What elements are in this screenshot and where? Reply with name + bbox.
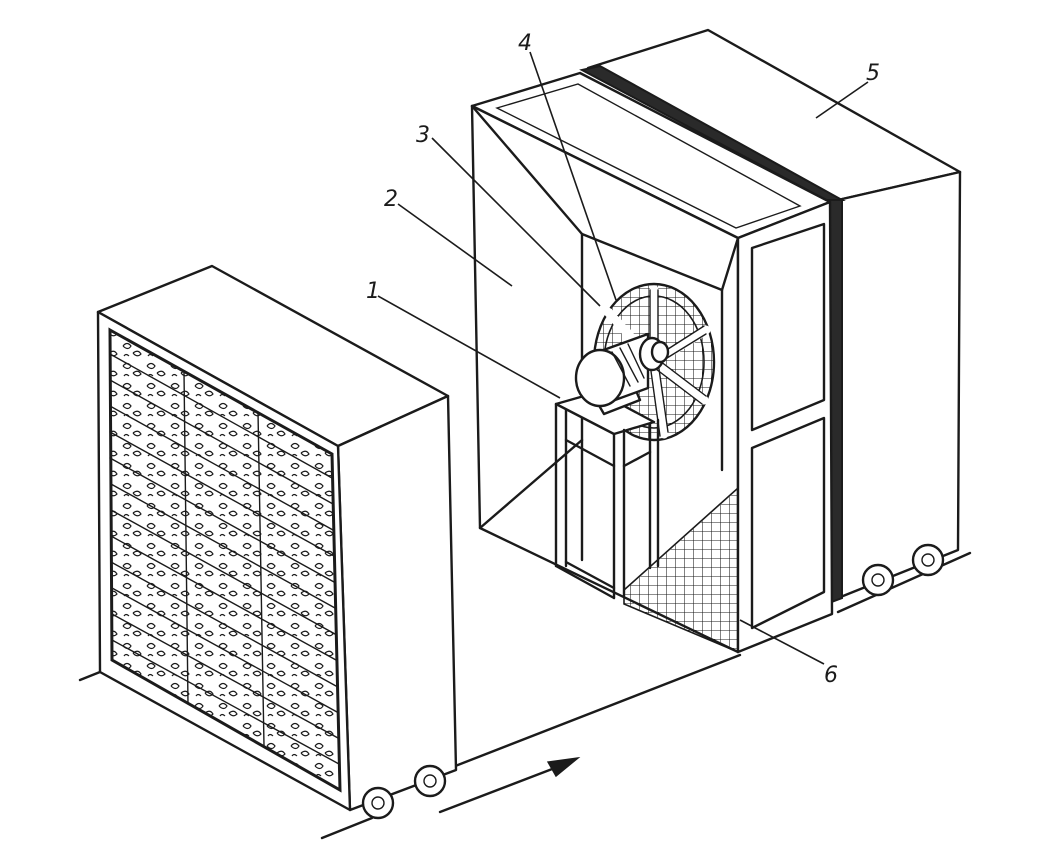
floor [78,551,972,840]
leader-lines [377,51,869,665]
callout-6: 6 [824,663,838,688]
callout-1: 1 [366,279,380,304]
callout-labels: 1 2 3 4 5 6 [366,31,880,688]
callout-4: 4 [518,31,532,56]
callout-3: 3 [416,123,430,148]
trolley [96,264,458,820]
arrow-right-icon [438,756,581,814]
callout-5: 5 [866,61,880,86]
mesh-filter-6 [623,486,739,654]
motor-3 [574,332,670,416]
callout-2: 2 [384,187,398,212]
